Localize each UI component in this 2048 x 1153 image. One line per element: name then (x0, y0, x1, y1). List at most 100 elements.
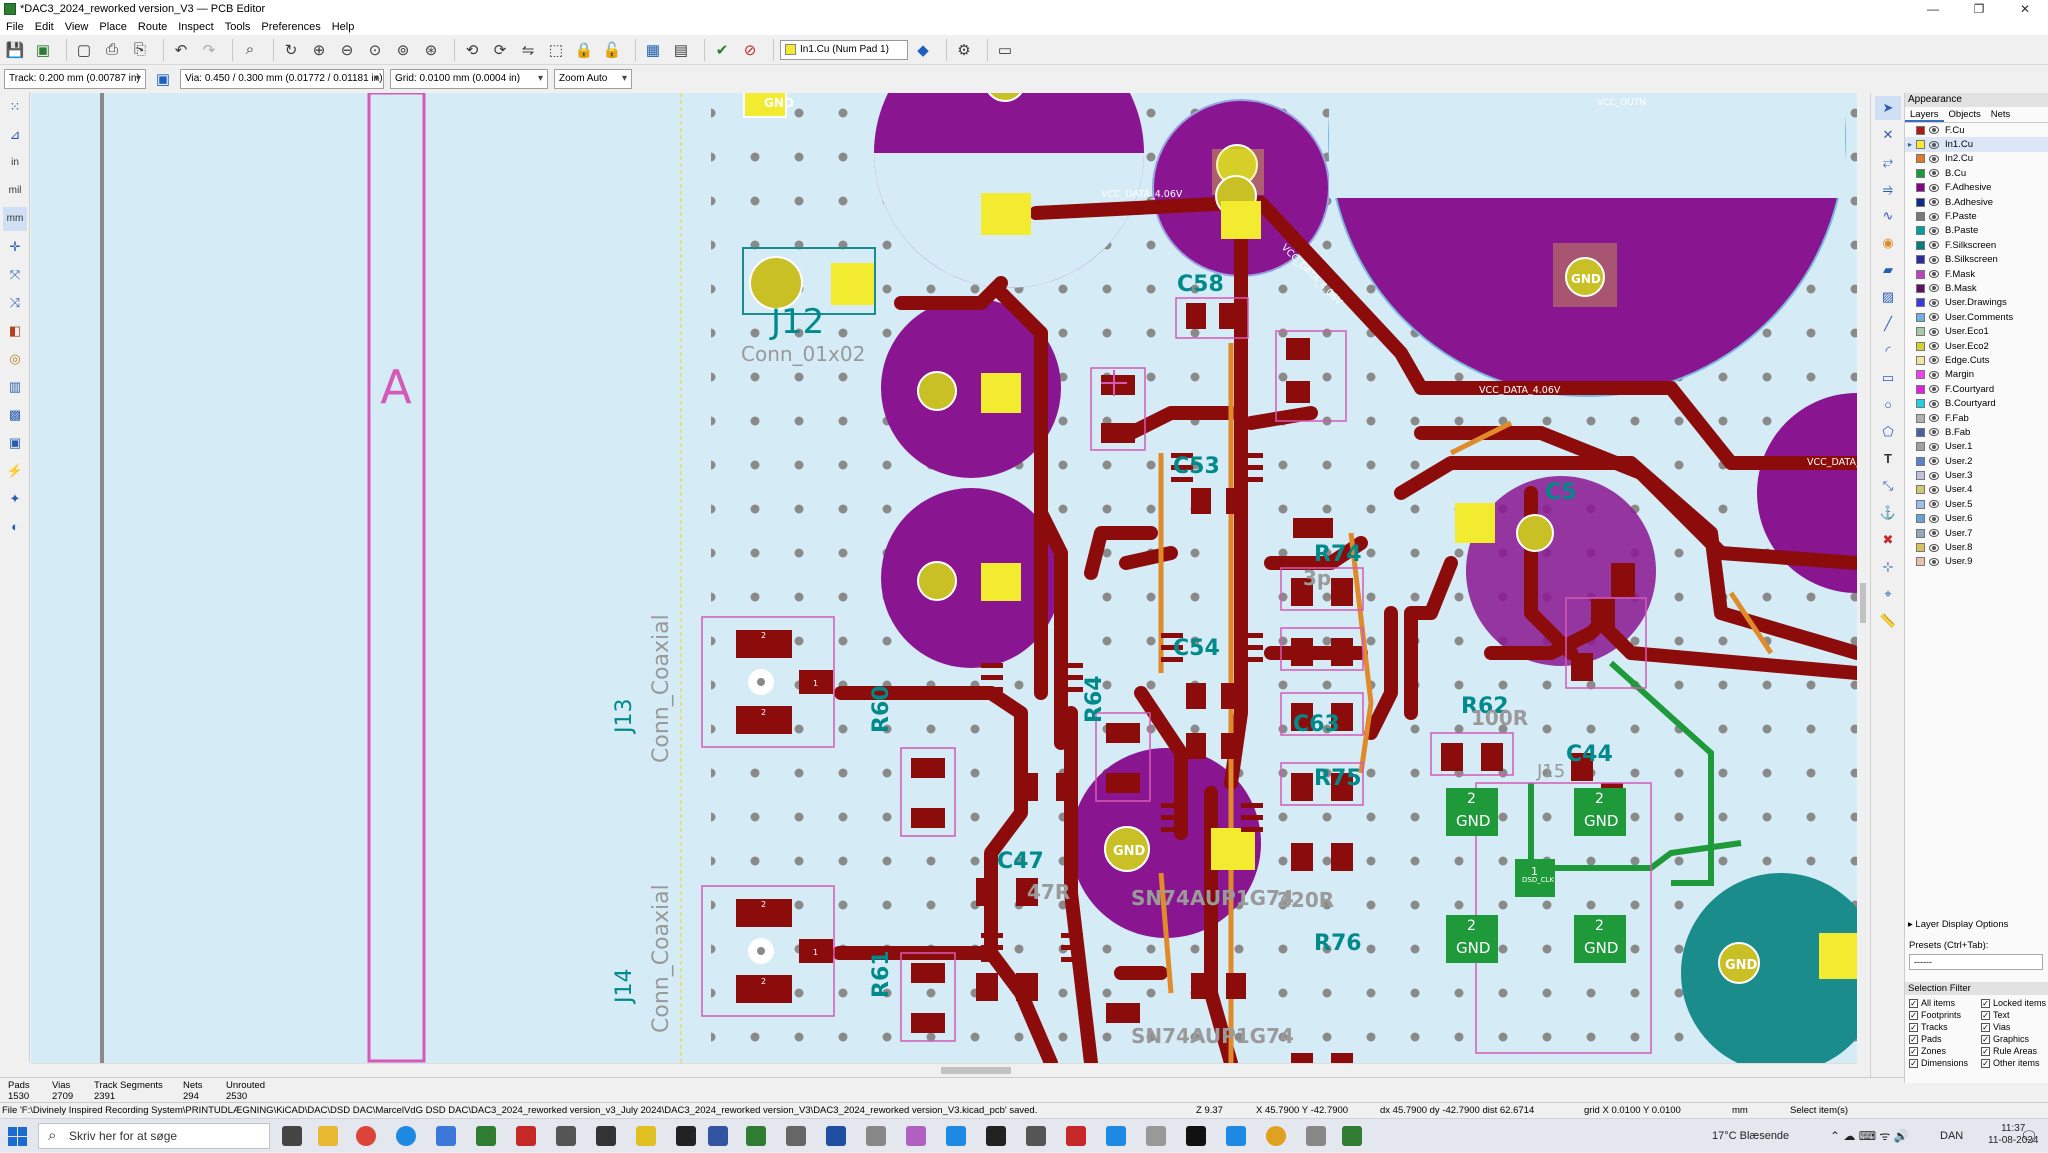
visibility-eye-icon[interactable] (1929, 414, 1939, 422)
layer-row-b-silkscreen[interactable]: B.Silkscreen (1905, 253, 2048, 267)
layer-row-user-comments[interactable]: User.Comments (1905, 310, 2048, 324)
visibility-eye-icon[interactable] (1929, 385, 1939, 394)
layer-color-swatch[interactable] (1916, 557, 1925, 567)
layer-color-swatch[interactable] (1916, 384, 1925, 394)
j14-footprint[interactable] (701, 885, 835, 1017)
layer-row-b-cu[interactable]: B.Cu (1905, 166, 2048, 180)
layer-color-swatch[interactable] (1916, 125, 1925, 135)
visibility-eye-icon[interactable] (1929, 471, 1939, 480)
layer-color-swatch[interactable] (1916, 442, 1925, 452)
checkbox-checked-icon[interactable]: ✓ (1981, 1046, 1990, 1056)
menu-place[interactable]: Place (99, 20, 127, 33)
layer-row-edge-cuts[interactable]: Edge.Cuts (1905, 353, 2048, 367)
grid-dots-icon[interactable]: ⁙ (9, 99, 21, 114)
layer-row-user-eco2[interactable]: User.Eco2 (1905, 339, 2048, 353)
filter-text[interactable]: ✓Text (1981, 1009, 2048, 1021)
rule-area-icon[interactable]: ▨ (1881, 289, 1895, 304)
visibility-eye-icon[interactable] (1929, 126, 1939, 135)
layer-row-user-eco1[interactable]: User.Eco1 (1905, 324, 2048, 338)
app-icon[interactable] (866, 1126, 886, 1146)
tune-length-icon[interactable]: ∿ (1882, 208, 1894, 223)
layer-color-swatch[interactable] (1916, 485, 1925, 495)
menu-help[interactable]: Help (331, 20, 355, 33)
layer-pair-icon[interactable]: ◆ (917, 41, 929, 59)
filter-graphics[interactable]: ✓Graphics (1981, 1033, 2048, 1045)
circle-icon[interactable]: ○ (1884, 397, 1892, 412)
curved-ratsnest-icon[interactable]: ⤨ (9, 295, 21, 310)
layer-row-in2-cu[interactable]: In2.Cu (1905, 152, 2048, 166)
file-explorer-icon[interactable] (318, 1126, 338, 1146)
via-outline-icon[interactable]: ◎ (9, 351, 21, 366)
layer-row-f-paste[interactable]: F.Paste (1905, 209, 2048, 223)
cursor-full-icon[interactable]: ✛ (9, 239, 21, 254)
visibility-eye-icon[interactable] (1929, 399, 1939, 408)
menu-view[interactable]: View (64, 20, 89, 33)
layer-row-user-2[interactable]: User.2 (1905, 454, 2048, 468)
visibility-eye-icon[interactable] (1929, 428, 1939, 437)
layer-color-swatch[interactable] (1916, 255, 1925, 265)
filter-other-items[interactable]: ✓Other items (1981, 1057, 2048, 1069)
visibility-eye-icon[interactable] (1929, 226, 1939, 235)
checkbox-checked-icon[interactable]: ✓ (1981, 1034, 1990, 1044)
filter-vias[interactable]: ✓Vias (1981, 1021, 2048, 1033)
app-icon[interactable] (1146, 1126, 1166, 1146)
filter-locked-items[interactable]: ✓Locked items (1981, 997, 2048, 1009)
layer-color-swatch[interactable] (1916, 341, 1925, 351)
visibility-eye-icon[interactable] (1929, 514, 1939, 523)
app-icon[interactable] (1026, 1126, 1046, 1146)
checkbox-checked-icon[interactable]: ✓ (1909, 1046, 1918, 1056)
layer-color-swatch[interactable] (1916, 327, 1925, 337)
presets-select[interactable]: ------ (1909, 954, 2043, 970)
edge-icon[interactable] (396, 1126, 416, 1146)
checkbox-checked-icon[interactable]: ✓ (1909, 1010, 1918, 1020)
close-button[interactable]: ✕ (2019, 2, 2031, 16)
page-settings-icon[interactable]: ▢ (76, 41, 92, 59)
route-track-icon[interactable]: ⥂ (1882, 154, 1894, 169)
app-icon[interactable] (946, 1126, 966, 1146)
checkbox-checked-icon[interactable]: ✓ (1909, 998, 1918, 1008)
cap-pad[interactable] (881, 298, 1061, 478)
polygon-icon[interactable]: ⬠ (1882, 424, 1894, 439)
teal-pad[interactable] (1681, 873, 1857, 1063)
scripting-icon[interactable]: ▭ (997, 41, 1013, 59)
grid-origin-icon[interactable]: ⌖ (1884, 586, 1892, 601)
rectangle-icon[interactable]: ▭ (1881, 370, 1895, 385)
app-icon[interactable] (1226, 1126, 1246, 1146)
visibility-eye-icon[interactable] (1929, 457, 1939, 466)
zone-icon[interactable]: ▰ (1883, 262, 1893, 277)
visibility-eye-icon[interactable] (1929, 313, 1939, 322)
menu-edit[interactable]: Edit (34, 20, 54, 33)
layer-row-user-4[interactable]: User.4 (1905, 483, 2048, 497)
taskbar-clock[interactable]: 11:37 11-08-2024 (1988, 1123, 2038, 1147)
plot-icon[interactable]: ⎘ (133, 41, 146, 58)
layer-row-user-drawings[interactable]: User.Drawings (1905, 296, 2048, 310)
layer-color-swatch[interactable] (1916, 528, 1925, 538)
layer-color-swatch[interactable] (1916, 154, 1925, 164)
visibility-eye-icon[interactable] (1929, 270, 1939, 279)
rotate-ccw-icon[interactable]: ⟲ (465, 41, 479, 59)
layer-color-swatch[interactable] (1916, 543, 1925, 553)
scroll-thumb[interactable] (941, 1067, 1011, 1074)
app-icon[interactable] (826, 1126, 846, 1146)
kicad-taskbar-icon[interactable] (708, 1126, 728, 1146)
active-layer-select[interactable]: In1.Cu (Num Pad 1) (780, 39, 908, 60)
arc-icon[interactable]: ◜ (1885, 343, 1891, 358)
visibility-eye-icon[interactable] (1929, 370, 1939, 379)
via-icon[interactable]: ◉ (1882, 235, 1894, 250)
zoom-fit-icon[interactable]: ⊙ (368, 41, 382, 59)
layer-color-swatch[interactable] (1916, 399, 1925, 409)
tab-layers[interactable]: Layers (1905, 107, 1944, 122)
set-origin-icon[interactable]: ⊹ (1882, 559, 1894, 574)
visibility-eye-icon[interactable] (1929, 183, 1939, 192)
excel-icon[interactable] (476, 1126, 496, 1146)
horizontal-scrollbar[interactable] (31, 1063, 1857, 1077)
j15-footprint[interactable] (1446, 788, 1626, 963)
app-icon[interactable] (1306, 1126, 1326, 1146)
layer-color-swatch[interactable] (1916, 370, 1925, 380)
track-width-select[interactable]: Track: 0.200 mm (0.00787 in) (4, 69, 146, 89)
zoom-select[interactable]: Zoom Auto (554, 69, 632, 89)
undo-icon[interactable]: ↶ (174, 41, 188, 59)
via-size-select[interactable]: Via: 0.450 / 0.300 mm (0.01772 / 0.01181… (180, 69, 384, 89)
zoom-selection-icon[interactable]: ⊛ (424, 41, 438, 59)
print-icon[interactable]: ⎙ (105, 41, 118, 58)
